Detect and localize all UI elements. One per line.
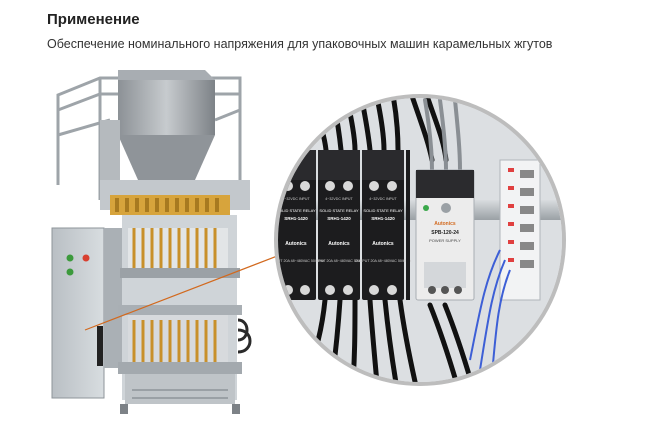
relay-2: SOLID STATE RELAY SRH1-1420 Autonics 4~3… [355,150,412,300]
relay-input: 4~32VDC INPUT [325,197,353,201]
relay-3 [406,150,410,300]
relay-brand: Autonics [328,241,350,247]
relay-model: SRH1-1420 [327,216,351,221]
page-subtitle: Обеспечение номинального напряжения для … [47,37,553,51]
power-supply: Autonics SPB-120-24 POWER SUPPLY [415,169,475,301]
packaging-machine [51,70,252,414]
power-supply-type: POWER SUPPLY [429,238,461,243]
relay-output: OUTPUT 20A 48~480VAC 50/60Hz [355,259,412,263]
relay-input: 4~32VDC INPUT [282,197,310,201]
relay-model: SRH1-1420 [284,216,308,221]
page-title: Применение [47,11,140,28]
power-supply-brand: Autonics [434,221,456,227]
relay-output: OUTPUT 20A 48~480VAC 50/60Hz [311,259,368,263]
callout-line [84,247,299,331]
relay-type: SOLID STATE RELAY [319,208,359,213]
relay-output: OUTPUT 20A 48~480VAC 50/60Hz [268,259,325,263]
machine-illustration: SOLID STATE RELAY SRH1-1420 Autonics 4~3… [51,70,566,414]
relay-type: SOLID STATE RELAY [363,208,403,213]
zoom-circle: SOLID STATE RELAY SRH1-1420 Autonics 4~3… [268,94,566,386]
relay-brand: Autonics [372,241,394,247]
power-supply-model: SPB-120-24 [431,230,459,236]
relay-input: 4~32VDC INPUT [369,197,397,201]
relay-brand: Autonics [285,241,307,247]
relay-model: SRH1-1420 [371,216,395,221]
relay-1: SOLID STATE RELAY SRH1-1420 Autonics 4~3… [311,150,368,300]
relay-type: SOLID STATE RELAY [276,208,316,213]
